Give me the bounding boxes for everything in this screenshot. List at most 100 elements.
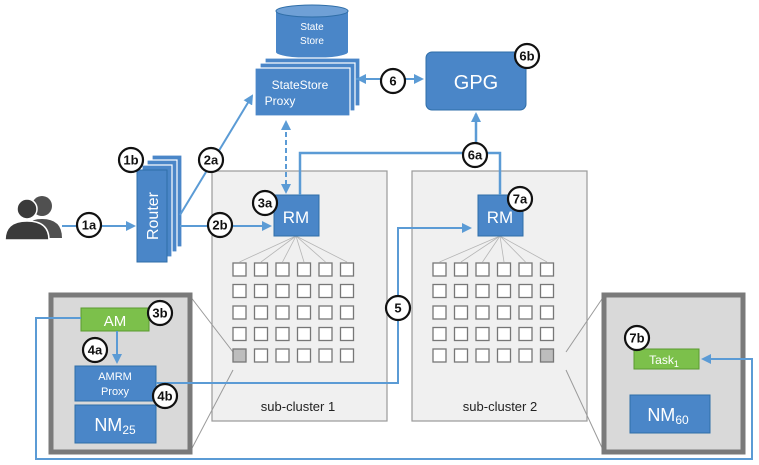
sub-cluster-1-fan-line — [295, 235, 348, 263]
sub-cluster-2-node-cell[interactable] — [496, 283, 512, 299]
sub-cluster-2-node-cell[interactable] — [496, 305, 512, 320]
sub-cluster-2-node-cell[interactable] — [475, 348, 490, 363]
state-store-label-line2: Store — [300, 36, 324, 47]
sub-cluster-1-node-cell[interactable] — [232, 326, 247, 342]
router-label: Router — [145, 191, 162, 240]
sub-cluster-2-node-cell[interactable] — [453, 262, 469, 277]
sub-cluster-1-node-cell[interactable] — [275, 283, 290, 299]
sub-cluster-1-node-cell[interactable] — [253, 305, 269, 320]
amrm-proxy-box[interactable] — [74, 365, 157, 402]
task-box[interactable] — [633, 348, 700, 370]
sub-cluster-2-node-cell[interactable] — [453, 326, 469, 342]
badge-1b: 1b — [123, 153, 138, 168]
sub-cluster-1-fan-line — [260, 235, 297, 263]
badge-4a-circle — [81, 336, 109, 364]
sub-cluster-1-node-cell[interactable] — [232, 305, 247, 320]
sub-cluster-1-node-cell[interactable] — [339, 348, 355, 363]
sub-cluster-1-node-cell[interactable] — [296, 305, 312, 320]
nm25-label: NM25 — [94, 415, 136, 437]
sub-cluster-1-node-cell[interactable] — [232, 262, 247, 277]
badge-6: 6 — [389, 74, 396, 89]
sub-cluster-1-node-cell[interactable] — [296, 262, 312, 277]
sub-cluster-1-node-cell[interactable] — [232, 283, 247, 299]
sub-cluster-2-fan-line — [482, 235, 501, 263]
sub-cluster-1-node-cell[interactable] — [318, 283, 333, 299]
badge-3b: 3b — [152, 306, 167, 321]
sub-cluster-2-node-cell[interactable] — [432, 305, 447, 320]
sub-cluster-1-node-cell[interactable] — [275, 305, 290, 320]
sub-cluster-2-node-cell[interactable] — [518, 305, 533, 320]
badge-4b-circle — [151, 382, 179, 410]
sub-cluster-1-node-cell[interactable] — [318, 305, 333, 320]
nm25-box[interactable] — [74, 404, 157, 444]
sub-cluster-2-node-cell[interactable] — [432, 283, 447, 299]
badge-7a-circle — [506, 185, 534, 213]
sub-cluster-2-node-cell[interactable] — [432, 348, 447, 363]
sub-cluster-2-node-cell[interactable] — [539, 262, 555, 277]
sub-cluster-2-fan-line — [460, 235, 501, 263]
sub-cluster-1-fan-line — [239, 235, 297, 263]
sub-cluster-1-node-grid — [232, 235, 355, 363]
sub-cluster-1-node-cell[interactable] — [275, 326, 290, 342]
sub-cluster-1-node-cell[interactable] — [318, 326, 333, 342]
badge-2a: 2a — [204, 153, 219, 168]
sub-cluster-2-node-cell[interactable] — [518, 262, 533, 277]
task-label: Task1 — [649, 353, 679, 369]
badge-6b-circle — [513, 42, 541, 70]
router-stack[interactable] — [136, 154, 183, 263]
sub-cluster-2-node-cell[interactable] — [539, 305, 555, 320]
nm60-label: NM60 — [647, 405, 689, 427]
sub-cluster-1-node-cell[interactable] — [275, 348, 290, 363]
rm-box-1[interactable] — [273, 194, 320, 237]
sub-cluster-1-node-cell[interactable] — [253, 262, 269, 277]
sub-cluster-1-node-cell[interactable] — [339, 326, 355, 342]
sub-cluster-2-node-cell[interactable] — [539, 348, 555, 363]
sub-cluster-1-node-cell[interactable] — [296, 283, 312, 299]
statestore-proxy-label-line2: Proxy — [265, 94, 296, 108]
sub-cluster-1-node-cell[interactable] — [339, 305, 355, 320]
sub-cluster-1-node-cell[interactable] — [232, 348, 247, 363]
sub-cluster-2-node-cell[interactable] — [432, 326, 447, 342]
sub-cluster-2-node-cell[interactable] — [453, 305, 469, 320]
arrow-6a-path — [298, 151, 476, 195]
statestore-proxy-stack[interactable] — [254, 57, 361, 117]
amrm-proxy-label-line2: Proxy — [101, 386, 130, 398]
sub-cluster-2-node-cell[interactable] — [518, 348, 533, 363]
sub-cluster-2-node-cell[interactable] — [432, 262, 447, 277]
sub-cluster-2-node-cell[interactable] — [475, 326, 490, 342]
sub-cluster-2-node-cell[interactable] — [496, 326, 512, 342]
sub-cluster-2-node-cell[interactable] — [496, 262, 512, 277]
sub-cluster-1-node-cell[interactable] — [253, 326, 269, 342]
gpg-box[interactable] — [425, 51, 527, 111]
badge-5: 5 — [394, 301, 401, 316]
sub-cluster-1-node-cell[interactable] — [318, 262, 333, 277]
sub-cluster-1-node-cell[interactable] — [253, 283, 269, 299]
sub-cluster-1-fan-line — [295, 235, 305, 263]
sub-cluster-1-node-cell[interactable] — [296, 348, 312, 363]
sub-cluster-1-node-cell[interactable] — [339, 283, 355, 299]
rm-label-2: RM — [487, 208, 513, 227]
badge-4a: 4a — [88, 343, 103, 358]
sub-cluster-1-node-cell[interactable] — [318, 348, 333, 363]
badge-2b-circle — [206, 211, 234, 239]
sub-cluster-2-node-cell[interactable] — [518, 283, 533, 299]
sub-cluster-2-node-cell[interactable] — [539, 326, 555, 342]
sub-cluster-2-node-cell[interactable] — [453, 283, 469, 299]
sub-cluster-2-node-cell[interactable] — [475, 283, 490, 299]
sub-cluster-2-node-cell[interactable] — [539, 283, 555, 299]
sub-cluster-1-node-cell[interactable] — [339, 262, 355, 277]
sub-cluster-2-node-cell[interactable] — [496, 348, 512, 363]
nm60-box[interactable] — [629, 394, 711, 434]
rm-label-1: RM — [283, 208, 309, 227]
sub-cluster-2-node-cell[interactable] — [518, 326, 533, 342]
sub-cluster-1-node-cell[interactable] — [296, 326, 312, 342]
sub-cluster-2-node-cell[interactable] — [475, 262, 490, 277]
sub-cluster-2-node-cell[interactable] — [475, 305, 490, 320]
state-store-cylinder[interactable] — [275, 4, 349, 58]
sub-cluster-2-fan-line — [499, 235, 548, 263]
sub-cluster-1-node-cell[interactable] — [253, 348, 269, 363]
sub-cluster-2-node-cell[interactable] — [453, 348, 469, 363]
sub-cluster-1-node-cell[interactable] — [275, 262, 290, 277]
sub-cluster-2-fan-line — [499, 235, 505, 263]
badge-6-circle — [379, 67, 407, 95]
